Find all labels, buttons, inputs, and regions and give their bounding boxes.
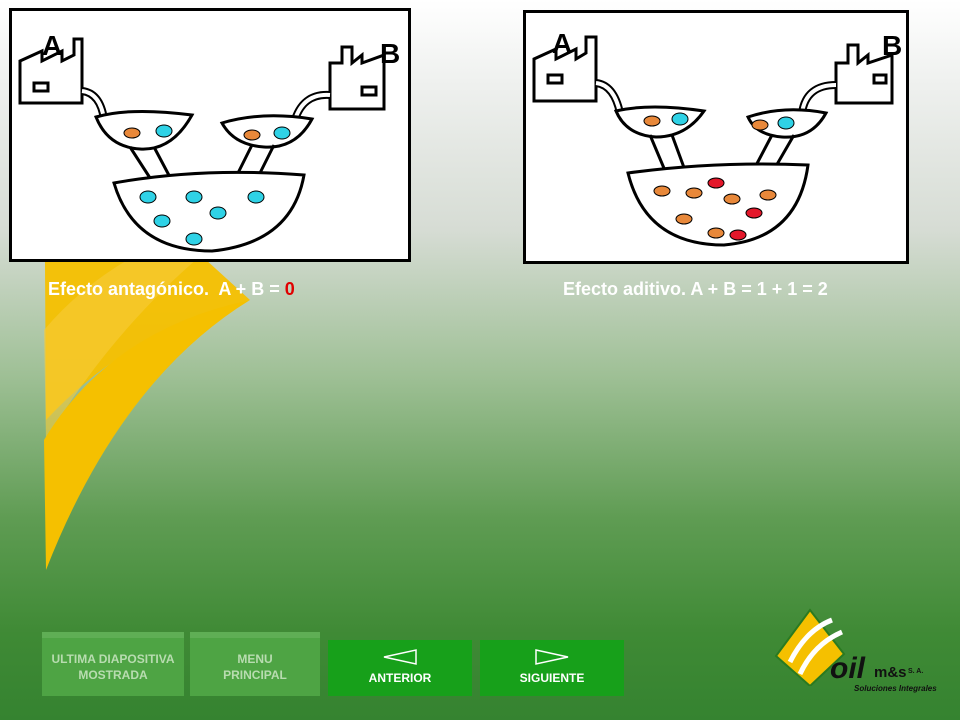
caption-antagonistic-value: 0 [284, 279, 295, 299]
last-slide-label-line2: MOSTRADA [78, 668, 148, 682]
previous-label: ANTERIOR [368, 671, 432, 685]
label-a: A [42, 30, 62, 61]
main-menu-label-line1: MENU [237, 652, 273, 666]
factory-b-icon [328, 45, 386, 111]
factory-a-icon [532, 35, 598, 103]
caption-antagonistic: Efecto antagónico. A + B = 0 [48, 279, 295, 300]
arrow-left-icon [383, 649, 417, 665]
caption-additive: Efecto aditivo. A + B = 1 + 1 = 2 [563, 279, 828, 299]
caption-antagonistic-text: Efecto antagónico. A + B = [48, 279, 285, 299]
last-slide-label-line1: ULTIMA DIAPOSITIVA [51, 652, 175, 666]
main-menu-button[interactable]: MENU PRINCIPAL [190, 632, 320, 696]
illustration-antagonistic: A B [9, 8, 411, 262]
factory-illustration-b: A B [532, 28, 902, 247]
next-label: SIGUIENTE [519, 671, 585, 685]
label-b: B [380, 38, 400, 69]
label-a: A [552, 28, 572, 59]
label-b: B [882, 30, 902, 61]
arrow-right-icon [535, 649, 569, 665]
fish-group-a [123, 124, 291, 246]
logo-suffix: m&s [874, 664, 907, 681]
previous-button[interactable]: ANTERIOR [328, 640, 472, 696]
logo-mark-icon [774, 608, 846, 686]
fish-group-b [643, 112, 795, 241]
illustration-additive: A B [523, 10, 909, 264]
logo-brand: oil [830, 652, 865, 685]
factory-a-icon [18, 37, 84, 105]
last-slide-button[interactable]: ULTIMA DIAPOSITIVA MOSTRADA [42, 632, 184, 696]
factory-illustration-a: A B [18, 30, 400, 253]
factory-b-icon [834, 43, 894, 105]
next-button[interactable]: SIGUIENTE [480, 640, 624, 696]
main-menu-label-line2: PRINCIPAL [223, 668, 287, 682]
logo-tagline: Soluciones Integrales [854, 684, 937, 693]
logo-sa: S. A. [908, 668, 924, 675]
